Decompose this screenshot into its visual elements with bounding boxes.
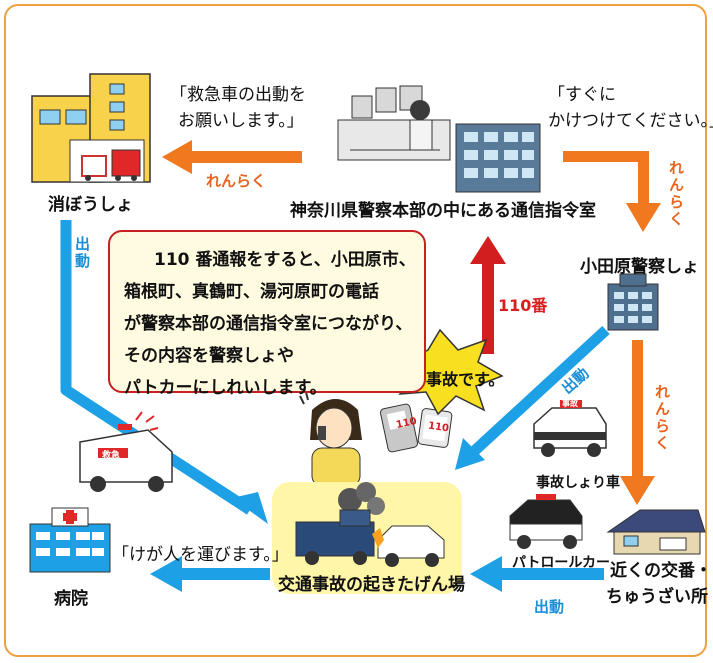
arrow-110-call [470,236,506,354]
ambulance-badge: 救急 [102,451,121,461]
info-line-2: 箱根町、真鶴町、湯河原町の電話 [124,282,379,302]
arrow-fire-dispatch [60,220,268,524]
contact-label-fire: れんらく [206,172,267,190]
ambulance-request-line2: お願いします。」 [178,111,304,131]
fire-station-label: 消ぼうしょ [48,195,133,215]
arrow-contact-police [563,151,661,232]
fire-station-illustration [31,73,151,183]
contact-label-police: れんらく [667,160,685,228]
accident-car-label: 事故しょり車 [536,475,620,491]
odawara-police-building [607,273,659,331]
ambulance-illustration [79,411,173,492]
call-110-label: 110番 [498,296,548,315]
koban-building [606,509,706,555]
info-line-5: パトカーにしれいします。 [124,378,327,398]
phone-illustrations [379,403,453,453]
accident-handling-car [533,400,607,457]
arrow-contact-fire [162,140,302,174]
hospital-label: 病院 [54,589,88,609]
accident-callout-text: 事故です。 [426,370,505,389]
patrol-car-label: パトロールカー [512,555,610,571]
hurry-request-line1: 「すぐに [548,85,616,105]
accident-car-badge: 事故 [562,399,578,408]
hurry-request-line2: かけつけてください。」 [548,111,713,131]
command-center-label: 神奈川県警察本部の中にある通信指令室 [290,201,596,221]
hospital-building [29,507,111,573]
arrow-police-dispatch [455,325,610,470]
arrow-koban-dispatch [470,556,604,592]
info-line-1: 110 番通報をすると、小田原市、 [154,250,416,270]
odawara-police-label: 小田原警察しょ [580,257,699,277]
arrow-to-hospital [150,556,270,592]
accident-scene-label: 交通事故の起きたげん場 [278,575,465,595]
koban-label-line1: 近くの交番・ [610,561,712,581]
caller-woman-illustration [299,391,362,487]
ambulance-request-line1: 「救急車の出動を [170,85,306,105]
koban-dispatch-label: 出動 [534,598,565,616]
contact-label-koban: れんらく [653,384,671,452]
arrow-contact-koban [620,340,655,505]
koban-label-line2: ちゅうざい所 [606,587,708,607]
outer-frame [4,4,707,657]
accident-callout-burst [398,328,504,416]
police-hq-building [455,123,541,193]
info-line-4: その内容を警察しょや [124,346,294,366]
info-box: 110 番通報をすると、小田原市、 箱根町、真鶴町、湯河原町の電話 が警察本部の… [108,230,426,398]
command-center-illustration [337,85,451,161]
fire-dispatch-label: 出動 [73,236,91,270]
carry-injured-quote: 「けが人を運びます。」 [112,545,289,565]
info-line-3: が警察本部の通信指令室につながり、 [124,314,413,334]
patrol-car-illustration [509,494,583,549]
